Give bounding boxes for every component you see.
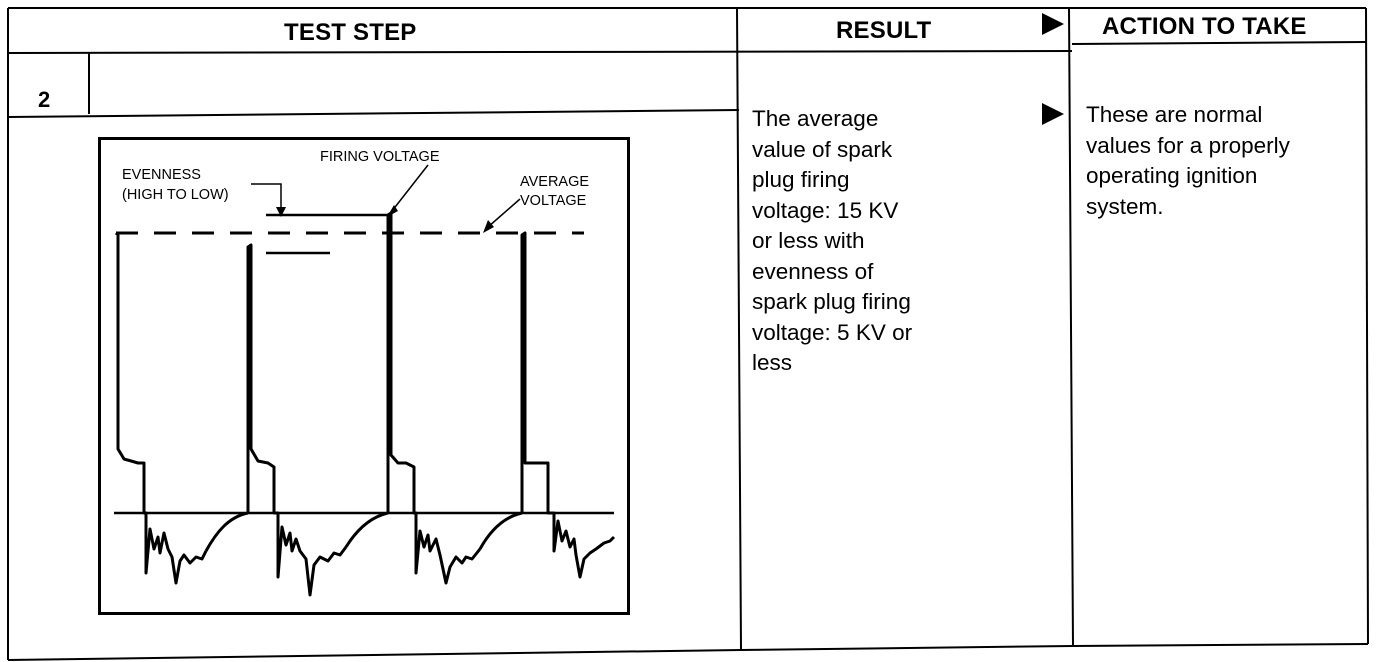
action-text: These are normal values for a properly o… bbox=[1086, 100, 1361, 222]
action-line: These are normal bbox=[1086, 102, 1263, 127]
result-line: evenness of bbox=[752, 258, 874, 284]
result-line: or less with bbox=[752, 228, 865, 253]
ignition-waveform-diagram: EVENNESS (HIGH TO LOW) FIRING VOLTAGE AV… bbox=[98, 137, 630, 615]
result-line: The average bbox=[752, 106, 879, 131]
arrowhead-icon bbox=[276, 207, 286, 217]
header-test-step: TEST STEP bbox=[284, 19, 417, 46]
arrow-right-icon bbox=[1042, 13, 1064, 35]
result-text: The average value of spark plug firing v… bbox=[752, 104, 1052, 379]
action-line: values for a properly bbox=[1086, 132, 1290, 158]
arrowhead-icon bbox=[483, 220, 494, 233]
label-firing-voltage: FIRING VOLTAGE bbox=[320, 149, 440, 165]
label-high-to-low: (HIGH TO LOW) bbox=[122, 187, 229, 203]
result-line: less bbox=[752, 350, 793, 375]
diagram-border bbox=[98, 137, 630, 615]
action-line: system. bbox=[1086, 193, 1164, 219]
result-line: voltage: 5 KV or bbox=[752, 319, 913, 345]
result-line: plug firing bbox=[752, 167, 850, 192]
label-voltage: VOLTAGE bbox=[520, 193, 587, 209]
header-result: RESULT bbox=[836, 17, 932, 44]
label-average: AVERAGE bbox=[520, 174, 589, 190]
result-line: voltage: 15 KV bbox=[752, 197, 899, 223]
waveform bbox=[114, 211, 616, 597]
action-line: operating ignition bbox=[1086, 163, 1258, 188]
result-line: spark plug firing bbox=[752, 289, 911, 314]
evenness-leader bbox=[251, 183, 282, 209]
header-action-to-take: ACTION TO TAKE bbox=[1102, 13, 1307, 40]
firing-leader bbox=[391, 164, 429, 212]
average-leader bbox=[487, 198, 521, 228]
arrow-right-icon bbox=[1042, 103, 1064, 125]
label-evenness: EVENNESS bbox=[122, 167, 201, 183]
result-line: value of spark bbox=[752, 136, 893, 162]
step-number: 2 bbox=[38, 87, 51, 112]
